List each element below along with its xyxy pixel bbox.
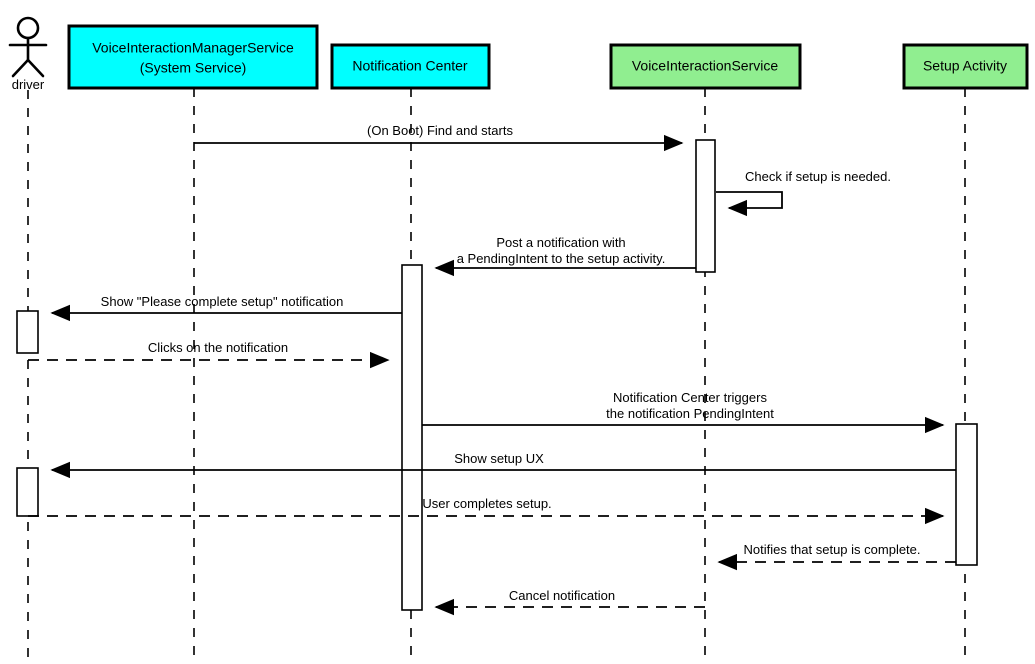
participant-notification-center[interactable]: Notification Center [330, 43, 491, 90]
actor-leg-left-icon [11, 58, 30, 78]
participant-label-notification-center: Notification Center [352, 58, 468, 74]
message-label-10: Cancel notification [509, 588, 615, 603]
message-notification-center-triggers-pendingintent[interactable]: Notification Center triggers the notific… [422, 390, 945, 434]
message-show-setup-ux[interactable]: Show setup UX [50, 451, 956, 479]
message-label-4: Show "Please complete setup" notificatio… [101, 294, 344, 309]
participant-box-voice-interaction-service[interactable] [609, 43, 802, 90]
message-label-3-line1: Post a notification with [496, 235, 625, 250]
participant-box-setup-activity[interactable] [902, 43, 1029, 90]
message-label-2: Check if setup is needed. [745, 169, 891, 184]
message-show-please-complete-setup-notification[interactable]: Show "Please complete setup" notificatio… [50, 294, 402, 322]
activation-bar-driver-second [16, 467, 39, 517]
participant-driver[interactable]: driver [8, 16, 48, 92]
message-label-5: Clicks on the notification [148, 340, 288, 355]
message-notifies-that-setup-is-complete[interactable]: Notifies that setup is complete. [717, 542, 956, 571]
message-label-8: User completes setup. [422, 496, 551, 511]
message-arrow-2-self [716, 191, 783, 217]
activation-bar-driver-first [16, 310, 39, 354]
message-label-1: (On Boot) Find and starts [367, 123, 513, 138]
participant-label-vims-line2: (System Service) [140, 60, 247, 76]
activation-bar-notification-center [401, 264, 423, 611]
message-label-9: Notifies that setup is complete. [743, 542, 920, 557]
participant-box-notification-center[interactable] [330, 43, 491, 90]
activation-bars-group [16, 139, 978, 611]
message-label-6-line1: Notification Center triggers [613, 390, 767, 405]
actor-head-icon [16, 16, 40, 40]
message-label-3-line2: a PendingIntent to the setup activity. [457, 251, 666, 266]
message-post-a-notification[interactable]: Post a notification with a PendingIntent… [434, 235, 696, 277]
participant-label-setup-activity: Setup Activity [923, 58, 1007, 74]
participant-vims[interactable]: VoiceInteractionManagerService (System S… [67, 24, 319, 90]
participant-label-voice-interaction-service: VoiceInteractionService [632, 58, 779, 74]
message-label-6-line2: the notification PendingIntent [606, 406, 774, 421]
participant-box-vims[interactable] [67, 24, 319, 90]
message-user-completes-setup[interactable]: User completes setup. [28, 496, 945, 525]
participant-label-driver: driver [12, 77, 45, 92]
message-cancel-notification[interactable]: Cancel notification [434, 588, 705, 616]
message-clicks-on-the-notification[interactable]: Clicks on the notification [28, 340, 390, 369]
actor-leg-right-icon [26, 58, 45, 78]
participant-voice-interaction-service[interactable]: VoiceInteractionService [609, 43, 802, 90]
activation-bar-setup-activity [955, 423, 978, 566]
participant-label-vims-line1: VoiceInteractionManagerService [92, 40, 294, 56]
activation-bar-voice-interaction-service [695, 139, 716, 273]
participant-setup-activity[interactable]: Setup Activity [902, 43, 1029, 90]
message-on-boot-find-and-starts[interactable]: (On Boot) Find and starts [194, 123, 684, 152]
message-label-7: Show setup UX [454, 451, 544, 466]
message-check-if-setup-is-needed[interactable]: Check if setup is needed. [716, 169, 891, 217]
